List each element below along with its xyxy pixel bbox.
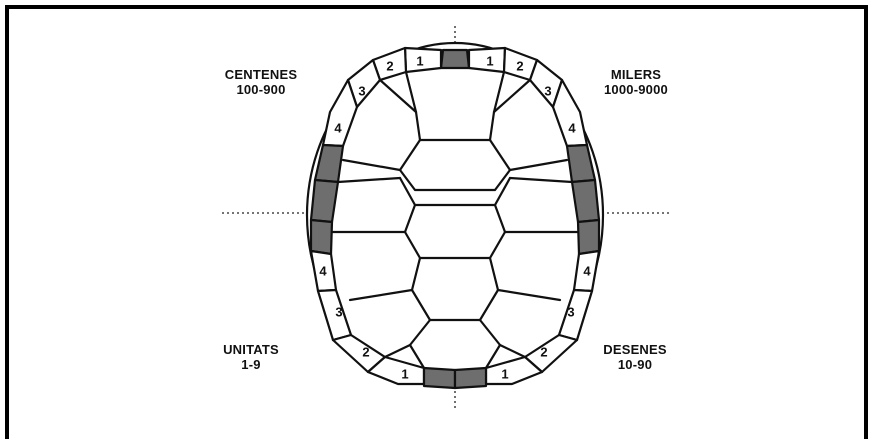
num-br-3: 3	[567, 305, 574, 320]
num-bl-1: 1	[401, 367, 408, 382]
num-tr-2: 2	[516, 59, 523, 74]
marginal-top-center	[441, 50, 469, 68]
marginal-right-dark-2	[572, 180, 599, 222]
num-tl-2: 2	[386, 59, 393, 74]
marginal-left-dark-3	[311, 220, 332, 254]
num-bl-2: 2	[362, 345, 369, 360]
marginal-right-dark-3	[578, 220, 599, 254]
num-br-2: 2	[540, 345, 547, 360]
num-br-4: 4	[583, 264, 591, 279]
num-tr-4: 4	[568, 121, 576, 136]
num-tl-3: 3	[358, 84, 365, 99]
marginal-left-dark-2	[311, 180, 338, 222]
marginal-bottom-dark-right	[455, 368, 486, 388]
num-br-1: 1	[501, 367, 508, 382]
num-bl-3: 3	[335, 305, 342, 320]
marginal-bottom-dark-left	[424, 368, 455, 388]
num-tl-1: 1	[416, 54, 423, 69]
num-bl-4: 4	[319, 264, 327, 279]
num-tr-1: 1	[486, 54, 493, 69]
num-tl-4: 4	[334, 121, 342, 136]
num-tr-3: 3	[544, 84, 551, 99]
